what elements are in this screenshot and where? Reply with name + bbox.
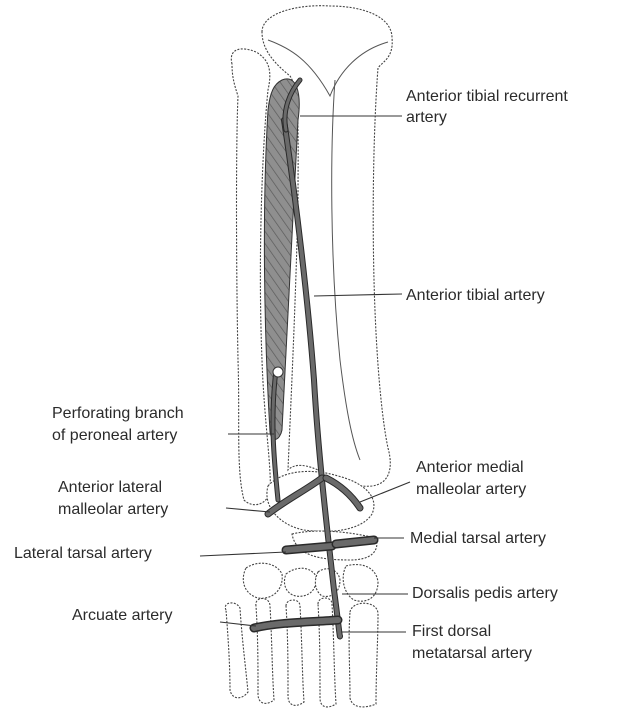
metatarsal-5: [225, 603, 248, 698]
label-first-dorsal-metatarsal-1: First dorsal: [412, 623, 491, 640]
label-anterior-medial-malleolar-1: Anterior medial: [416, 459, 524, 476]
metatarsal-1: [349, 603, 378, 707]
leader-anterior-lateral-malleolar: [226, 508, 270, 512]
label-arcuate: Arcuate artery: [72, 607, 172, 624]
metatarsal-3: [286, 600, 304, 705]
leader-lateral-tarsal: [200, 552, 286, 556]
label-dorsalis-pedis: Dorsalis pedis artery: [412, 585, 558, 602]
label-anterior-lateral-malleolar-2: malleolar artery: [58, 501, 168, 518]
label-anterior-tibial-recurrent-1: Anterior tibial recurrent: [406, 88, 568, 105]
lateral-cuneiform-bone: [284, 568, 316, 596]
label-perforating-branch-1: Perforating branch: [52, 405, 184, 422]
label-anterior-medial-malleolar-2: malleolar artery: [416, 481, 526, 498]
label-perforating-branch-2: of peroneal artery: [52, 427, 177, 444]
label-anterior-tibial: Anterior tibial artery: [406, 287, 545, 304]
label-first-dorsal-metatarsal-2: metatarsal artery: [412, 645, 532, 662]
label-medial-tarsal: Medial tarsal artery: [410, 530, 546, 547]
lateral-tarsal-artery: [286, 546, 332, 550]
medial-tarsal-artery: [336, 540, 374, 544]
label-lateral-tarsal: Lateral tarsal artery: [14, 545, 152, 562]
perforating-branch-origin: [273, 367, 283, 377]
metatarsal-4: [256, 599, 274, 704]
cuboid-bone: [243, 563, 282, 598]
metatarsal-2: [318, 598, 336, 707]
label-anterior-lateral-malleolar-1: Anterior lateral: [58, 479, 162, 496]
label-anterior-tibial-recurrent-2: artery: [406, 109, 447, 126]
medial-cuneiform-bone: [343, 565, 378, 602]
